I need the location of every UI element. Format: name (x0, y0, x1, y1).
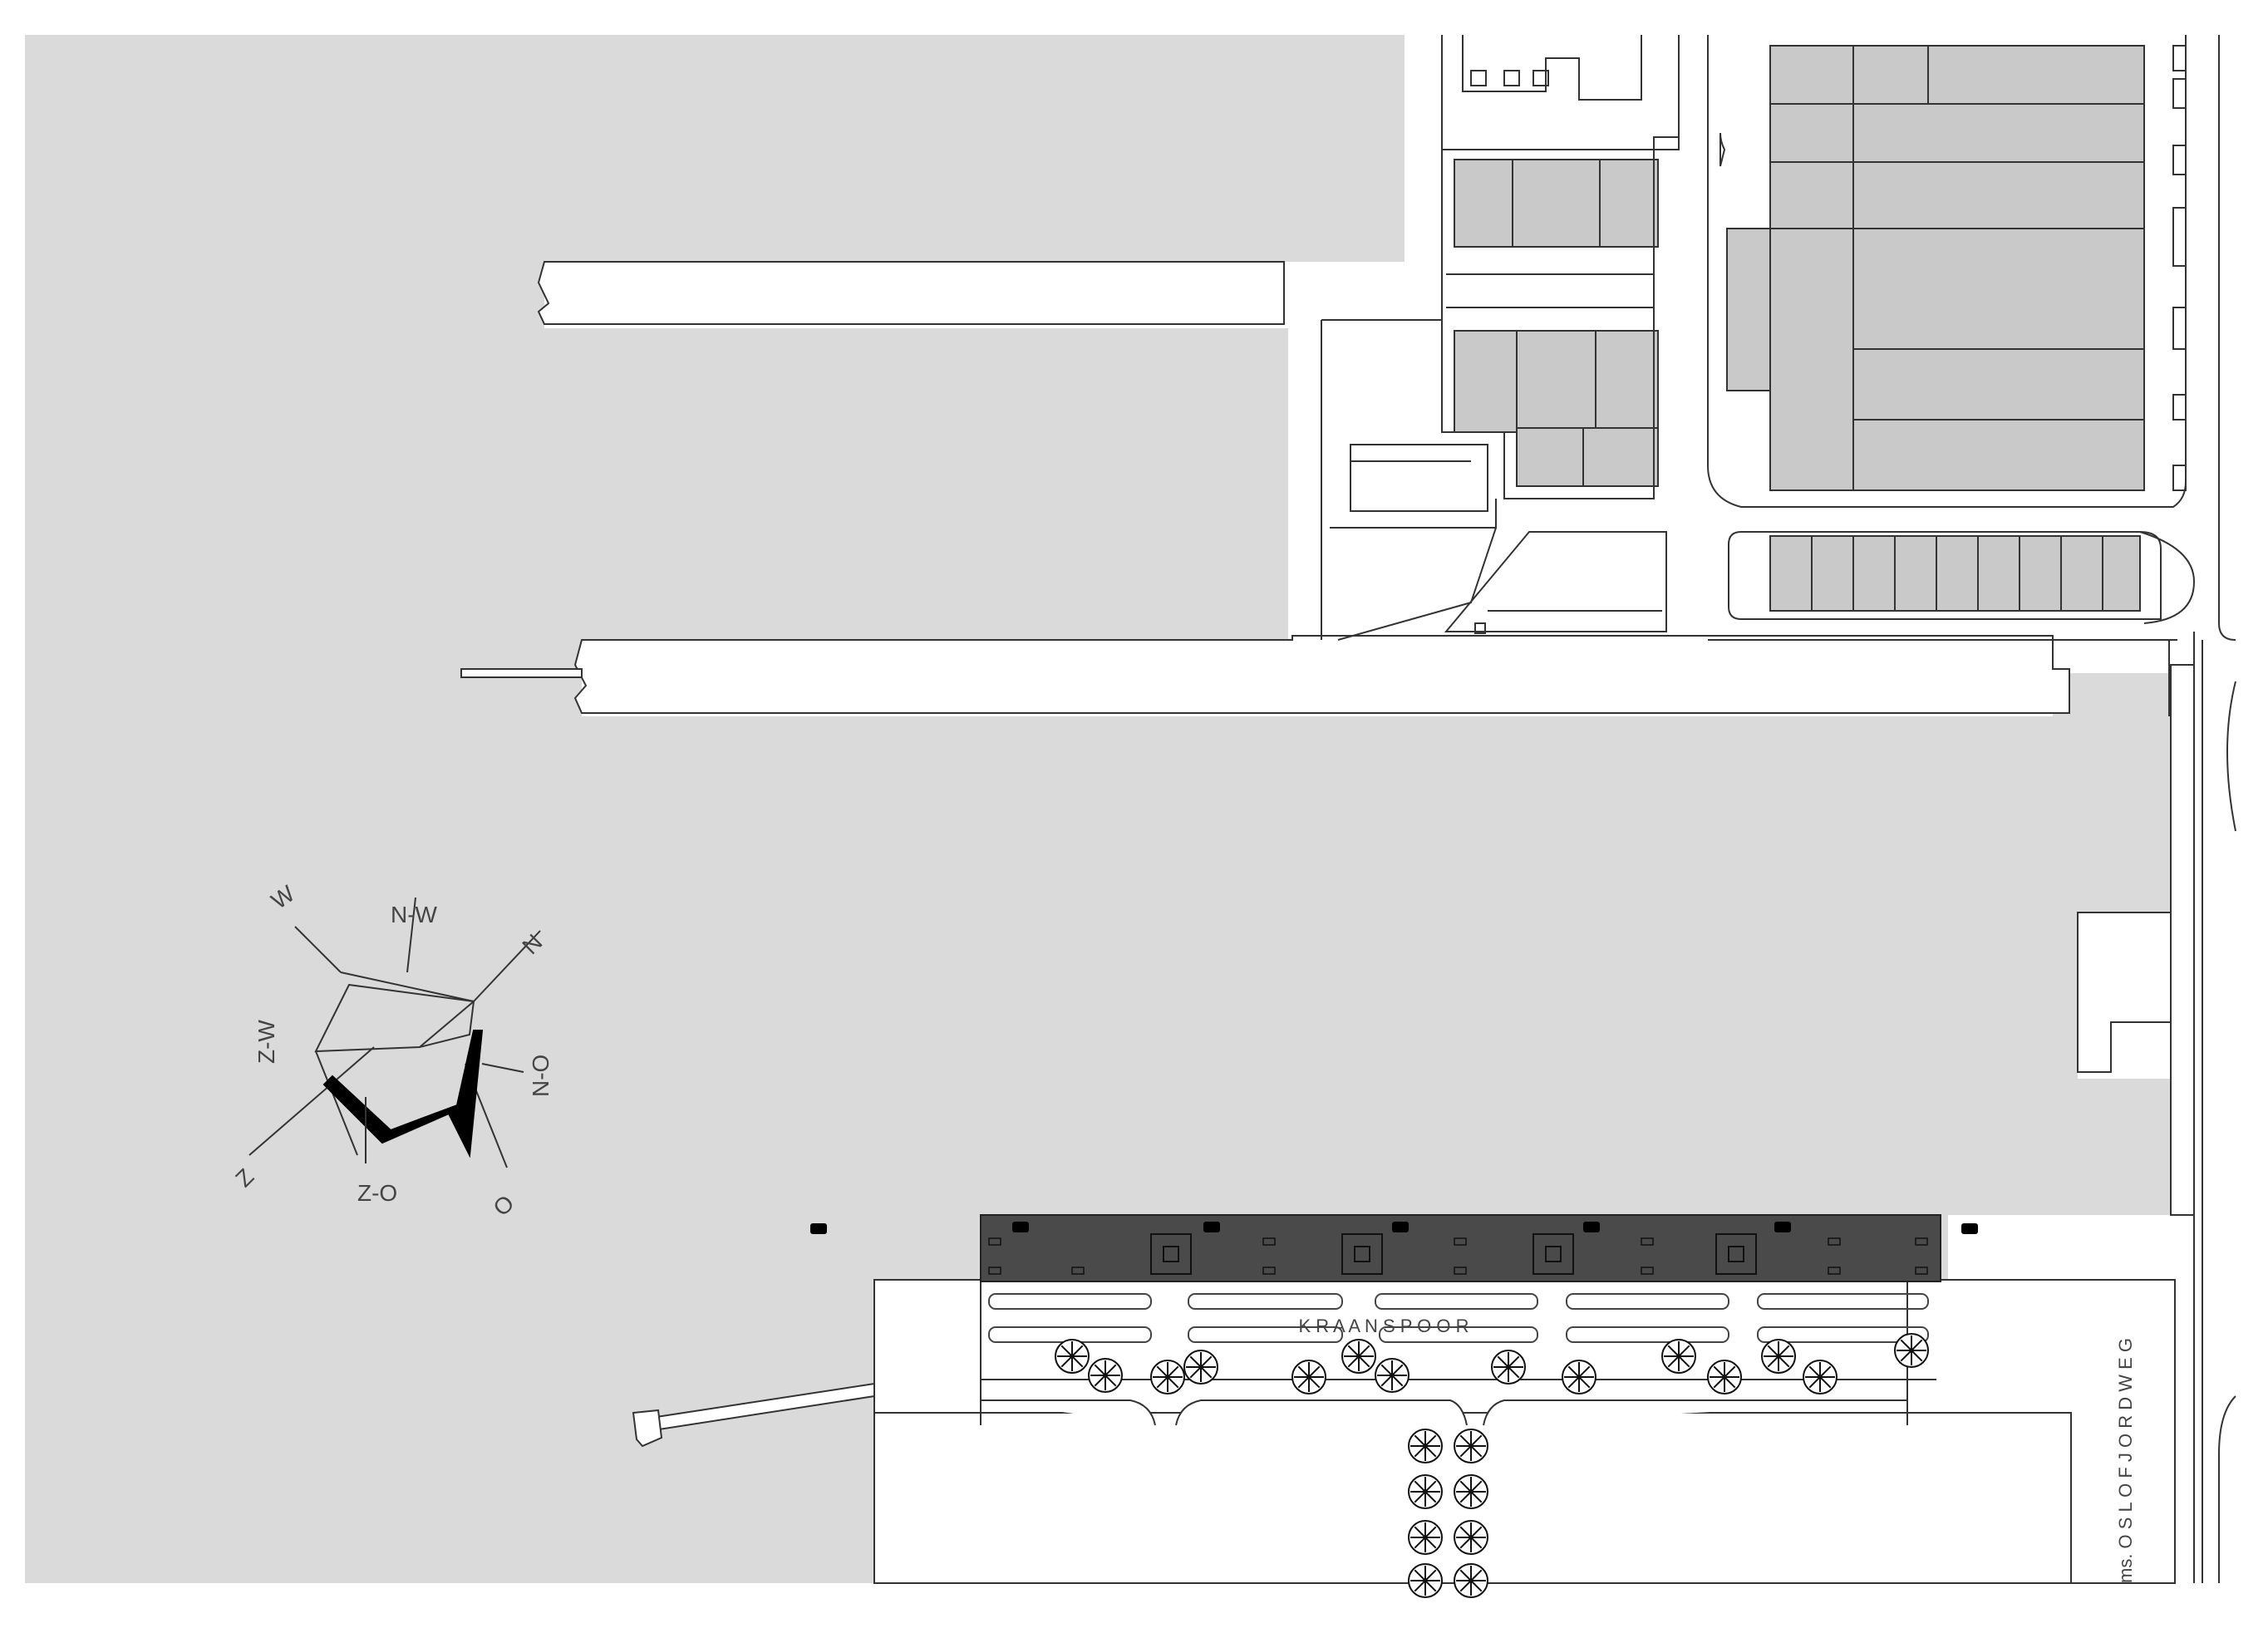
bollards (810, 1222, 1978, 1234)
tree-icon (1408, 1429, 1443, 1463)
crane-bases (1150, 1233, 1757, 1275)
bollard-icon (1774, 1222, 1791, 1232)
tree-icon (1454, 1520, 1488, 1555)
harbour-water (25, 35, 2171, 1583)
bollard-icon (1392, 1222, 1409, 1232)
pier-north (537, 261, 1285, 325)
tree-icon (1408, 1474, 1443, 1509)
tree-icon (1562, 1360, 1596, 1394)
tree-icon (1761, 1339, 1796, 1374)
tree-rows (1055, 1333, 1929, 1598)
tree-icon (1375, 1358, 1410, 1393)
tree-icon (1055, 1339, 1090, 1374)
tree-icon (1454, 1474, 1488, 1509)
street-lines (1321, 35, 2236, 1583)
east-quay (2077, 664, 2195, 1216)
crane-base-icon (1150, 1233, 1192, 1275)
compass-southeast: Z-O (357, 1180, 397, 1206)
jetty-south-west (632, 1382, 875, 1448)
compass-northeast: N-O (528, 1055, 553, 1097)
bollard-icon (1961, 1223, 1978, 1234)
tree-icon (1707, 1360, 1742, 1394)
tree-icon (1291, 1360, 1326, 1394)
bollard-icon (1012, 1222, 1029, 1232)
tree-icon (1088, 1358, 1123, 1393)
tree-icon (1408, 1563, 1443, 1598)
quay-label: K R A A N S P O O R (1298, 1316, 1469, 1336)
tree-icon (1491, 1350, 1526, 1385)
wind-rose-icon (248, 897, 541, 1168)
crane-base-icon (1341, 1233, 1383, 1275)
tree-icon (1661, 1339, 1696, 1374)
bollard-icon (1583, 1222, 1600, 1232)
tree-icon (1454, 1429, 1488, 1463)
crane-base-icon (1532, 1233, 1574, 1275)
parking-rows (988, 1293, 1929, 1343)
tree-icon (1341, 1339, 1376, 1374)
compass-southwest: Z-W (253, 1020, 279, 1064)
tree-icon (1454, 1563, 1488, 1598)
platform-markers (988, 1237, 1928, 1275)
street-label: ms. O S L O F J O R D W E G (2115, 1338, 2136, 1583)
tree-icon (1183, 1350, 1218, 1385)
bollard-icon (810, 1223, 827, 1234)
parking-bays (2172, 45, 2187, 491)
bollard-icon (1203, 1222, 1220, 1232)
crane-platform (980, 1214, 1941, 1282)
tree-icon (1150, 1360, 1185, 1394)
compass-northwest: N-W (391, 902, 438, 927)
crane-base-icon (1715, 1233, 1757, 1275)
south-quay (873, 1279, 2176, 1584)
tree-icon (1408, 1520, 1443, 1555)
tree-icon (1894, 1333, 1929, 1368)
pier-middle (460, 635, 2070, 714)
tree-icon (1803, 1360, 1838, 1394)
building-blocks (1454, 45, 2145, 612)
